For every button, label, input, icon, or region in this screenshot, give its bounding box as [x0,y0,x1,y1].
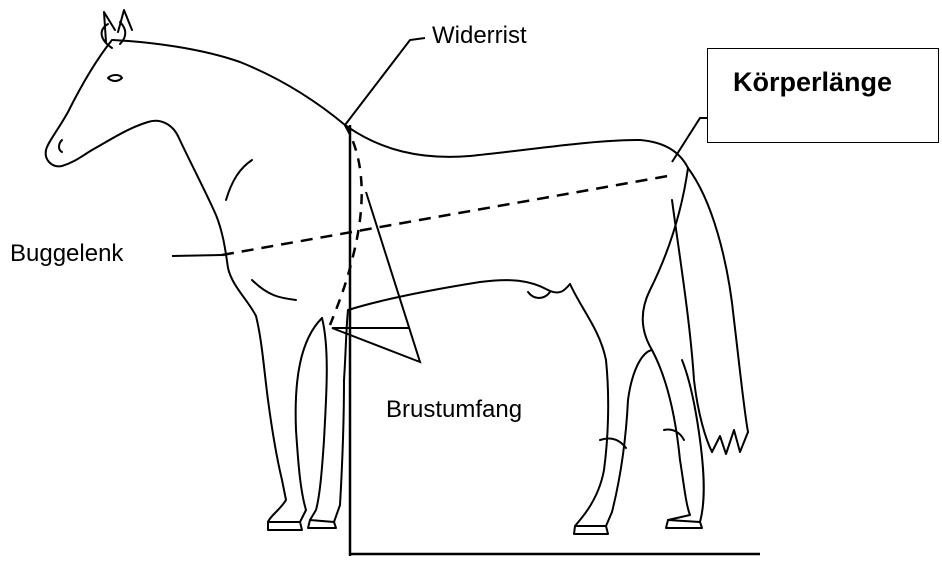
horse-outline [46,10,748,534]
chest-girth-dashed [330,125,362,325]
body-length-box: Körperlänge [707,48,939,143]
withers-label: Widerrist [432,22,527,50]
body-length-pointer [672,118,708,162]
shoulder-joint-pointer [172,255,222,256]
withers-pointer [345,38,425,125]
chest-girth-pointer [332,192,420,362]
chest-girth-label: Brustumfang [386,396,522,424]
body-length-dashed [222,176,668,255]
shoulder-joint-label: Buggelenk [10,240,123,268]
body-length-label: Körperlänge [733,67,892,98]
